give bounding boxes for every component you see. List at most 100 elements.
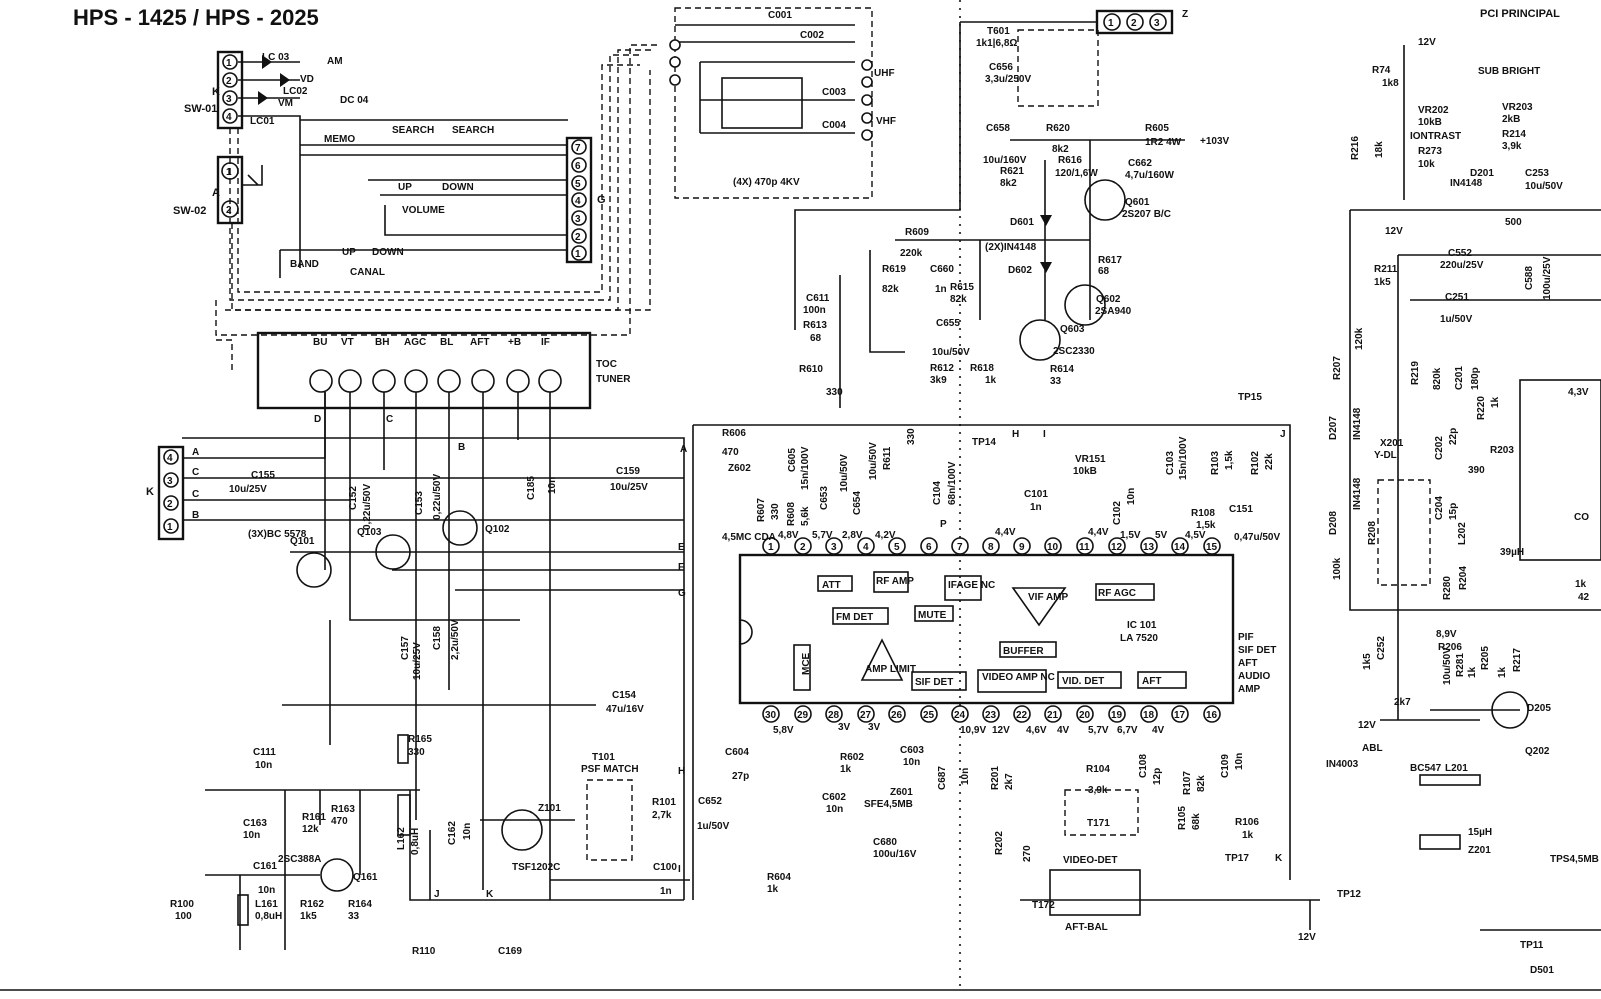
- svg-text:12V: 12V: [992, 725, 1010, 736]
- ic-frame-wires: [692, 424, 1291, 900]
- btn-vol-up-label: UP: [398, 182, 412, 193]
- svg-text:I: I: [678, 864, 681, 875]
- svg-text:14: 14: [1174, 542, 1186, 553]
- q602-symbol: [1064, 284, 1106, 326]
- svg-text:R220: R220: [1476, 396, 1487, 420]
- switch-sw02-label: SW-02: [173, 205, 206, 217]
- svg-text:R620: R620: [1046, 123, 1070, 134]
- connector-k-label: K: [212, 86, 220, 98]
- svg-text:C605: C605: [787, 448, 798, 472]
- svg-text:SIF DET: SIF DET: [915, 677, 953, 688]
- svg-text:11: 11: [1079, 542, 1090, 553]
- svg-text:1k: 1k: [1490, 396, 1501, 408]
- svg-text:T172: T172: [1032, 900, 1055, 911]
- svg-text:1: 1: [768, 542, 774, 553]
- power-section: 1 2 3 Z T601 1k1|6,8Ω C656 3,3u/250V C65…: [794, 9, 1230, 408]
- svg-text:TP14: TP14: [972, 437, 996, 448]
- right-section: 12V R74 1k8 SUB BRIGHT VR202 10kB IONTRA…: [1326, 37, 1601, 976]
- svg-text:C253: C253: [1525, 168, 1549, 179]
- svg-text:1k: 1k: [1575, 579, 1587, 590]
- svg-text:3: 3: [575, 214, 581, 225]
- svg-text:C251: C251: [1445, 292, 1469, 303]
- svg-text:270: 270: [1022, 845, 1033, 862]
- svg-text:4: 4: [575, 196, 581, 207]
- led-vm-label: VM: [278, 98, 293, 109]
- svg-text:R607: R607: [756, 498, 767, 522]
- svg-text:FM DET: FM DET: [836, 612, 873, 623]
- transistor-wires: [282, 551, 684, 745]
- svg-text:+103V: +103V: [1200, 136, 1230, 147]
- tuner-module: TOC TUNER BU VT BH AGC BL AFT +B IF: [256, 331, 631, 410]
- svg-text:15µH: 15µH: [1468, 827, 1492, 838]
- svg-text:VID. DET: VID. DET: [1062, 676, 1104, 687]
- k-pin: [222, 108, 238, 124]
- t101-symbol: [586, 779, 633, 861]
- svg-text:A: A: [192, 447, 199, 458]
- svg-text:R203: R203: [1490, 445, 1514, 456]
- svg-text:R606: R606: [722, 428, 746, 439]
- svg-text:4,3V: 4,3V: [1568, 387, 1589, 398]
- l201-symbol: [1419, 774, 1481, 786]
- power-labels: C656 3,3u/250V C658 10u/160V R620 8k2 R6…: [799, 62, 1230, 398]
- svg-text:IF: IF: [541, 337, 550, 348]
- svg-text:MCE: MCE: [801, 652, 812, 675]
- svg-text:39µH: 39µH: [1500, 547, 1524, 558]
- bus-c: C: [386, 414, 393, 425]
- q103-label: Q103: [357, 527, 382, 538]
- svg-text:C653: C653: [819, 486, 830, 510]
- svg-text:2: 2: [800, 542, 806, 553]
- svg-text:R614: R614: [1050, 364, 1074, 375]
- svg-text:C154: C154: [612, 690, 636, 701]
- led-lc03-symbol: [262, 55, 272, 69]
- btn-canal-down-label: DOWN: [372, 247, 404, 258]
- svg-text:1: 1: [575, 249, 581, 260]
- svg-text:R106: R106: [1235, 817, 1259, 828]
- svg-text:7: 7: [957, 542, 963, 553]
- svg-text:1k5: 1k5: [1374, 277, 1391, 288]
- svg-text:4,4V: 4,4V: [995, 527, 1016, 538]
- svg-text:J: J: [434, 889, 440, 900]
- c003-label: C003: [822, 87, 846, 98]
- svg-text:1k: 1k: [1467, 666, 1478, 678]
- svg-text:D208: D208: [1328, 511, 1339, 535]
- svg-text:(2X)IN4148: (2X)IN4148: [985, 242, 1037, 253]
- svg-text:C603: C603: [900, 745, 924, 756]
- svg-text:BU: BU: [313, 337, 327, 348]
- tuner-rf-block: C001 C002 C003 C004 UHF VHF (4X) 470p 4K…: [669, 7, 896, 199]
- svg-text:2SA940: 2SA940: [1095, 306, 1132, 317]
- svg-text:VR151: VR151: [1075, 454, 1106, 465]
- svg-text:4,6V: 4,6V: [1026, 725, 1047, 736]
- svg-text:4V: 4V: [1057, 725, 1070, 736]
- r165-symbol: [397, 734, 409, 764]
- diagram-title: HPS - 1425 / HPS - 2025: [73, 5, 319, 30]
- svg-text:68: 68: [1098, 266, 1110, 277]
- ic101: IC 101 LA 7520 PIF SIF DET AFT AUDIO AMP…: [692, 392, 1361, 943]
- svg-text:C604: C604: [725, 747, 749, 758]
- c004-label: C004: [822, 120, 846, 131]
- svg-text:7: 7: [575, 143, 581, 154]
- svg-text:IN4148: IN4148: [1450, 178, 1483, 189]
- svg-text:C163: C163: [243, 818, 267, 829]
- svg-text:100k: 100k: [1332, 557, 1343, 580]
- svg-text:AUDIO: AUDIO: [1238, 671, 1270, 682]
- svg-text:C588: C588: [1524, 266, 1535, 290]
- svg-text:82k: 82k: [1196, 775, 1207, 792]
- svg-text:R608: R608: [786, 502, 797, 526]
- svg-text:R613: R613: [803, 320, 827, 331]
- svg-text:1n: 1n: [1030, 502, 1042, 513]
- svg-text:C185: C185: [526, 476, 537, 500]
- ic201-partial: [1519, 379, 1601, 561]
- svg-text:VR203: VR203: [1502, 102, 1533, 113]
- svg-text:10,9V: 10,9V: [960, 725, 986, 736]
- svg-text:0,22u/50V: 0,22u/50V: [432, 474, 443, 520]
- svg-text:0,8uH: 0,8uH: [410, 828, 421, 855]
- svg-text:3,3u/250V: 3,3u/250V: [985, 74, 1031, 85]
- svg-text:C111: C111: [253, 747, 276, 758]
- svg-text:5V: 5V: [1155, 530, 1168, 541]
- svg-text:R214: R214: [1502, 129, 1526, 140]
- svg-text:33: 33: [348, 911, 360, 922]
- svg-text:1: 1: [1108, 18, 1114, 29]
- svg-text:IFAGE NC: IFAGE NC: [948, 580, 995, 591]
- if-stage: C163 10n R161 12k R163 470 L162 0,8uH C1…: [170, 752, 690, 957]
- svg-text:0,8uH: 0,8uH: [255, 911, 282, 922]
